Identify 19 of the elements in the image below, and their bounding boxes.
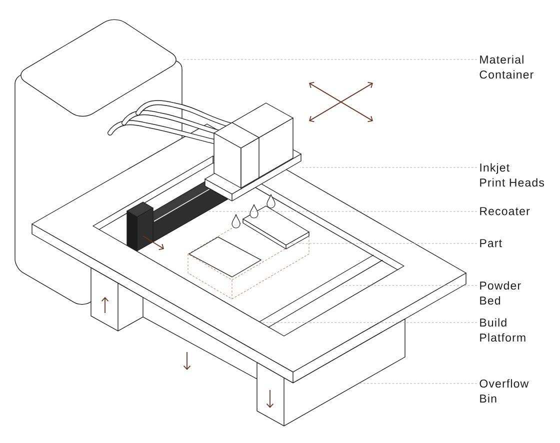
leader-line (360, 383, 478, 384)
leader-line (342, 285, 478, 286)
part-label: Build Platform (480, 318, 526, 342)
leader-line (208, 211, 478, 212)
printed-part (188, 206, 310, 300)
part-label: Recoater (480, 207, 530, 216)
part-label: Part (480, 239, 502, 248)
leader-line (288, 243, 478, 244)
overflow-bin (256, 318, 406, 426)
print-head (108, 100, 302, 202)
leader-line (260, 322, 478, 323)
recoater (126, 181, 228, 252)
part-label: Inkjet Print Heads (480, 163, 544, 187)
leader-line (182, 59, 478, 60)
build-platform (258, 254, 384, 328)
leader-line (300, 167, 478, 168)
part-label: Powder Bed (480, 281, 521, 305)
part-label: Material Container (480, 55, 534, 79)
part-label: Overflow Bin (480, 379, 529, 403)
